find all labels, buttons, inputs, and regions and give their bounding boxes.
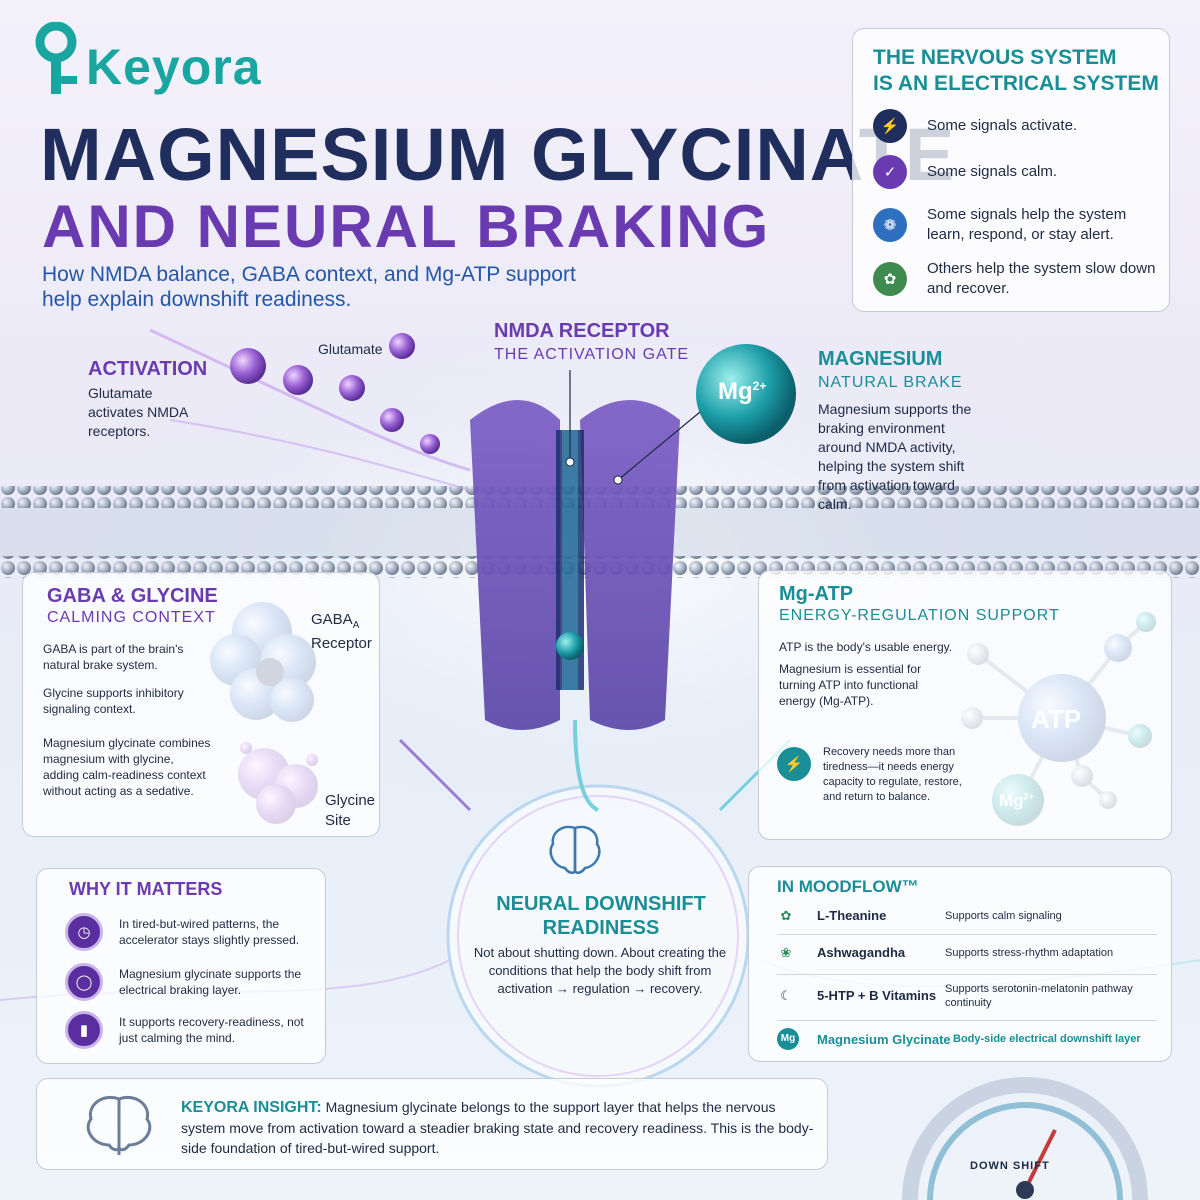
mgatp-heading: Mg-ATP — [779, 583, 854, 605]
brain-icon — [545, 822, 605, 878]
downshift-gauge-label: DOWN SHIFT — [970, 1160, 1050, 1172]
mgatp-subheading: ENERGY-REGULATION SUPPORT — [779, 607, 1060, 624]
glycine-site-label: Glycine Site — [325, 792, 376, 829]
moodflow-row: ❀ Ashwagandha Supports stress-rhythm ada… — [777, 931, 1157, 975]
gaba-glycine-panel: GABA & GLYCINE CALMING CONTEXT GABA is p… — [22, 572, 380, 837]
nmda-heading: NMDA RECEPTOR — [494, 320, 670, 342]
gaba-p1: GABA is part of the brain's natural brak… — [43, 642, 184, 672]
nervous-item-learn: ❁ Some signals help the system learn, re… — [873, 205, 1163, 245]
mg-atp-panel: Mg-ATP ENERGY-REGULATION SUPPORT ATP is … — [758, 570, 1172, 840]
mgatp-p1: ATP is the body's usable energy. — [779, 640, 953, 654]
why-heading: WHY IT MATTERS — [69, 879, 223, 899]
page-title-line2: AND NEURAL BRAKING — [42, 193, 771, 260]
why-item-accelerator: ◷ In tired-but-wired patterns, the accel… — [65, 913, 315, 951]
moodflow-row: ☾ 5-HTP + B Vitamins Supports serotonin-… — [777, 971, 1157, 1021]
logo-text: Keyora — [86, 39, 262, 95]
gaba-p2: Glycine supports inhibitory signaling co… — [43, 686, 184, 716]
mg-atp-ion-label: Mg2+ — [999, 791, 1034, 810]
battery-icon: ▮ — [65, 1011, 103, 1049]
gaba-heading: GABA & GLYCINE — [47, 585, 218, 607]
brain-icon: ❁ — [873, 208, 907, 242]
leaf-icon: ✿ — [780, 907, 792, 923]
gauge-icon: ◷ — [65, 913, 103, 951]
gaba-receptor-label: GABAA Receptor — [311, 611, 372, 652]
nmda-subheading: THE ACTIVATION GATE — [494, 346, 690, 363]
magnesium-heading: MAGNESIUM — [818, 348, 943, 370]
why-it-matters-panel: WHY IT MATTERS ◷ In tired-but-wired patt… — [36, 868, 326, 1064]
lightning-icon: ⚡ — [873, 109, 907, 143]
keyora-insight-panel: KEYORA INSIGHT: Magnesium glycinate belo… — [36, 1078, 828, 1170]
page-subtitle: How NMDA balance, GABA context, and Mg-A… — [42, 263, 576, 311]
why-item-braking: ◯ Magnesium glycinate supports the elect… — [65, 963, 315, 1001]
gaba-subheading: CALMING CONTEXT — [47, 609, 216, 626]
gaba-p3: Magnesium glycinate combines magnesium w… — [43, 736, 211, 798]
nervous-system-panel: THE NERVOUS SYSTEM IS AN ELECTRICAL SYST… — [852, 28, 1170, 312]
activation-body: Glutamate activates NMDA receptors. — [88, 385, 188, 439]
why-item-recovery: ▮ It supports recovery-readiness, not ju… — [65, 1011, 315, 1049]
moodflow-row: ✿ L-Theanine Supports calm signaling — [777, 897, 1157, 935]
herb-icon: ❀ — [780, 944, 792, 960]
magnesium-body: Magnesium supports the braking environme… — [818, 401, 972, 512]
insight-label: KEYORA INSIGHT: — [181, 1099, 322, 1116]
brake-icon: ◯ — [65, 963, 103, 1001]
nervous-system-title: THE NERVOUS SYSTEM IS AN ELECTRICAL SYST… — [873, 46, 1159, 95]
mg-badge-icon: Mg — [777, 1028, 799, 1050]
brain-icon — [83, 1093, 155, 1155]
mgatp-p2: Magnesium is essential for turning ATP i… — [779, 662, 922, 708]
activation-heading: ACTIVATION — [88, 358, 208, 380]
keyora-logo: Keyora — [34, 22, 274, 102]
atp-label: ATP — [1031, 704, 1082, 734]
mgatp-p3: Recovery needs more than tiredness—it ne… — [823, 746, 962, 803]
moodflow-row: Mg Magnesium Glycinate Body-side electri… — [777, 1019, 1157, 1059]
leaf-icon: ✿ — [873, 262, 907, 296]
page-title: MAGNESIUM GLYCINATE — [40, 113, 956, 196]
moon-icon: ☾ — [780, 987, 792, 1003]
downshift-title: NEURAL DOWNSHIFT READINESS — [496, 893, 706, 939]
nervous-item-recover: ✿ Others help the system slow down and r… — [873, 259, 1163, 299]
mg-ion-label: Mg2+ — [718, 378, 767, 405]
nervous-item-calm: ✓ Some signals calm. — [873, 155, 1163, 189]
insight-text: KEYORA INSIGHT: Magnesium glycinate belo… — [181, 1099, 814, 1156]
lightning-icon: ⚡ — [777, 747, 811, 781]
shield-icon: ✓ — [873, 155, 907, 189]
moodflow-heading: IN MOODFLOW™ — [777, 877, 919, 896]
glutamate-label: Glutamate — [318, 341, 383, 357]
downshift-body: Not about shutting down. About creating … — [473, 945, 727, 996]
moodflow-panel: IN MOODFLOW™ ✿ L-Theanine Supports calm … — [748, 866, 1172, 1062]
magnesium-subheading: NATURAL BRAKE — [818, 374, 963, 391]
nervous-item-activate: ⚡ Some signals activate. — [873, 109, 1163, 143]
